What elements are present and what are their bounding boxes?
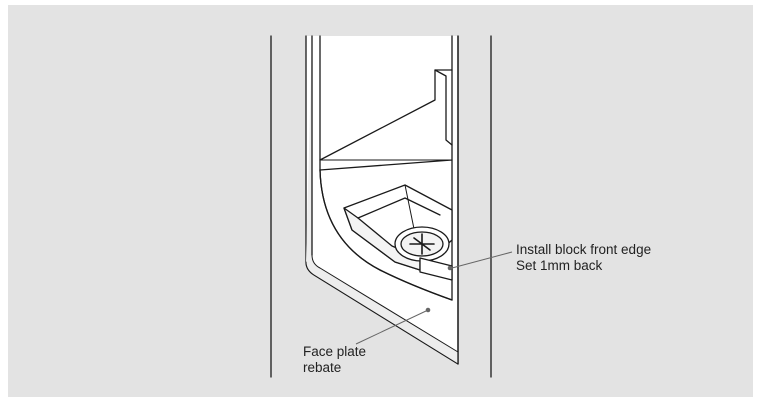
install-block-top — [357, 197, 441, 219]
callout-block-edge-line2: Set 1mm back — [516, 258, 603, 273]
callout-block-edge: Install block front edge Set 1mm back — [516, 242, 651, 274]
screw-cross-icon — [409, 233, 435, 255]
tongue-step — [434, 69, 453, 146]
leader-dot-block — [447, 265, 453, 271]
block-front-lip — [419, 257, 453, 281]
callout-face-plate: Face plate rebate — [303, 344, 366, 376]
mortice-curve — [319, 169, 453, 301]
callout-face-plate-line2: rebate — [303, 360, 342, 375]
leader-dot-face — [425, 307, 431, 313]
callout-block-edge-line1: Install block front edge — [516, 242, 652, 257]
leader-block-edge — [451, 251, 513, 269]
leader-face-plate — [355, 310, 427, 345]
callout-face-plate-line1: Face plate — [303, 344, 367, 359]
